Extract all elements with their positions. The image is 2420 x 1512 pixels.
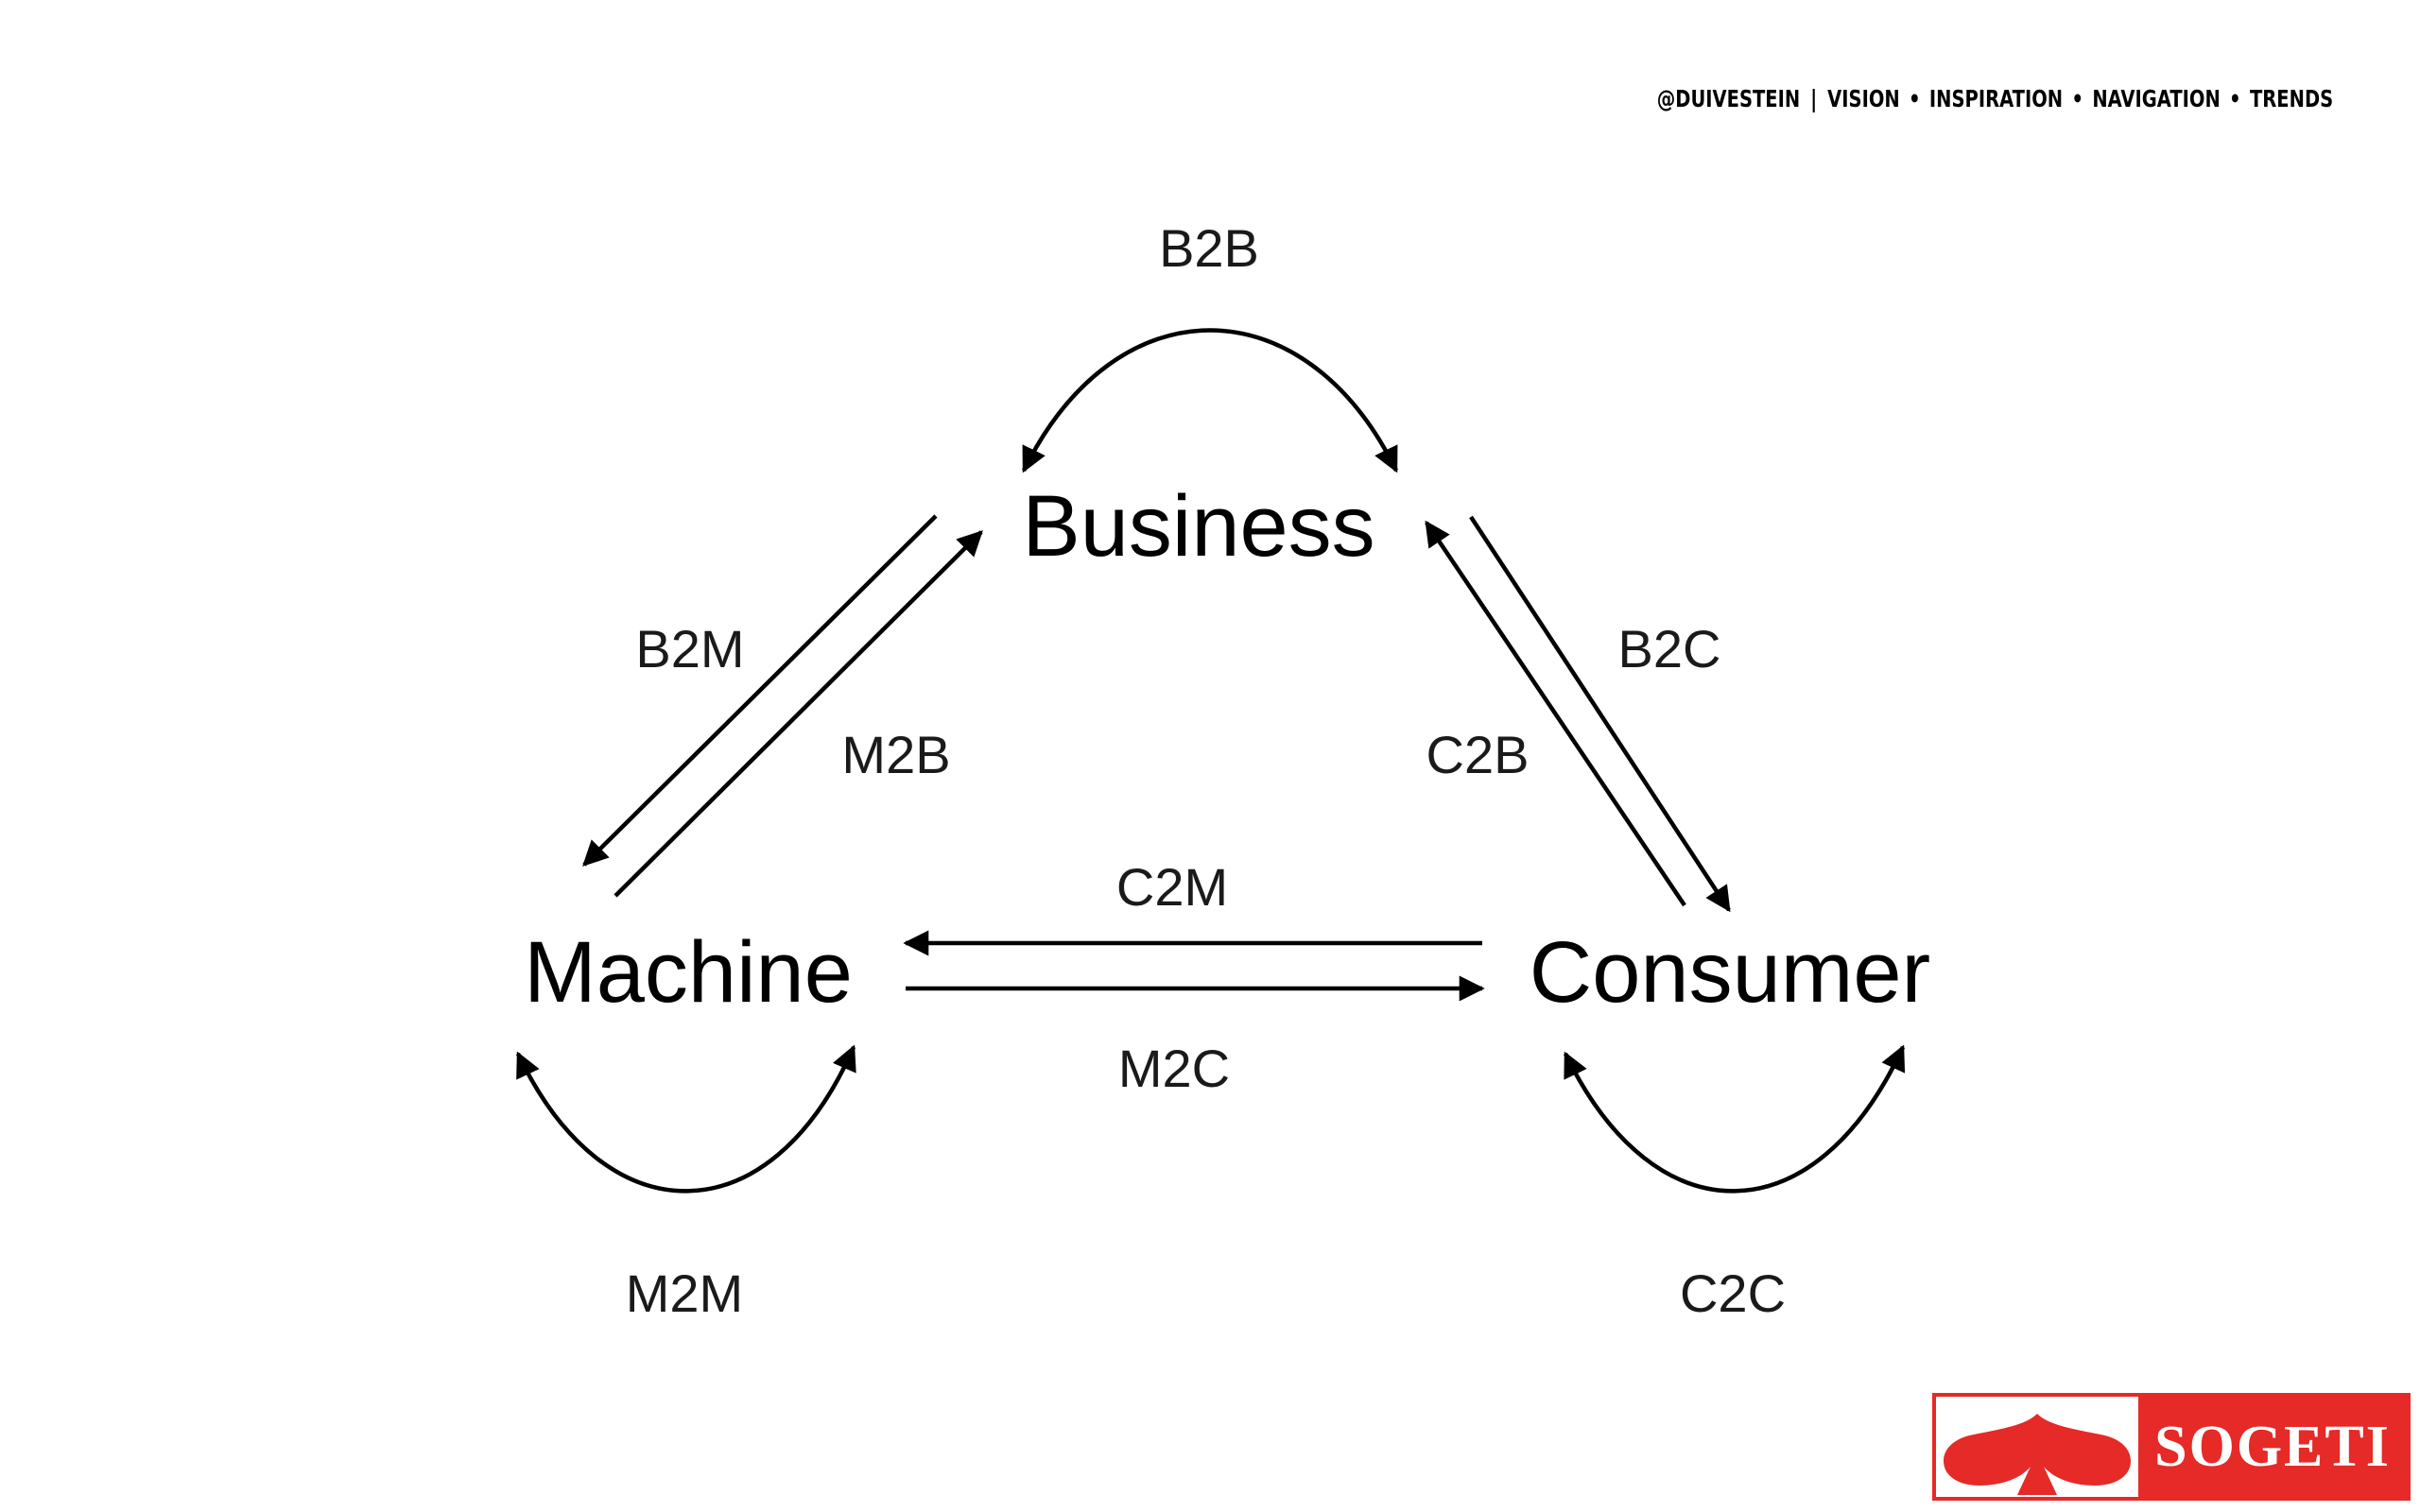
header-bullet: • xyxy=(2228,85,2241,112)
header-bullet: • xyxy=(2071,85,2083,112)
c2c-arrow xyxy=(1563,1044,1906,1194)
header-separator: | xyxy=(1809,85,1818,112)
b2b-arrow xyxy=(1021,328,1399,473)
header-topic-navigation: NAVIGATION xyxy=(2092,85,2221,112)
flow-label-c2b: C2B xyxy=(1426,725,1530,784)
sogeti-logo: SOGETI xyxy=(1932,1393,2411,1501)
logo-wordmark: SOGETI xyxy=(2154,1414,2391,1479)
b2m-arrow xyxy=(582,514,938,867)
header-tagline: @DUIVESTEIN | VISION • INSPIRATION • NAVIGATIO… xyxy=(1657,85,2333,112)
logo-symbol-area xyxy=(1936,1397,2138,1497)
node-machine: Machine xyxy=(524,924,853,1021)
flow-label-c2c: C2C xyxy=(1680,1263,1786,1323)
flow-label-b2m: B2M xyxy=(635,619,744,679)
m2m-arrow xyxy=(515,1044,856,1194)
header-topic-inspiration: INSPIRATION xyxy=(1928,85,2063,112)
c2b-arrow xyxy=(1425,520,1686,907)
flow-label-m2c: M2C xyxy=(1118,1039,1230,1098)
flow-label-m2b: M2B xyxy=(841,725,950,784)
flow-label-b2c: B2C xyxy=(1618,619,1721,679)
b2c-arrow xyxy=(1469,515,1731,913)
flow-label-b2b: B2B xyxy=(1159,218,1259,278)
m2b-arrow xyxy=(614,530,983,898)
node-business: Business xyxy=(1022,478,1374,575)
flow-label-m2m: M2M xyxy=(626,1263,743,1323)
logo-wordmark-area: SOGETI xyxy=(2138,1397,2407,1497)
header-topic-vision: VISION xyxy=(1827,85,1900,112)
header-bullet: • xyxy=(1908,85,1921,112)
spade-icon xyxy=(1944,1414,2131,1495)
node-consumer: Consumer xyxy=(1530,924,1930,1021)
flow-label-c2m: C2M xyxy=(1116,857,1228,917)
header-topic-trends: TRENDS xyxy=(2249,85,2333,112)
header-handle: @DUIVESTEIN xyxy=(1656,85,1801,112)
